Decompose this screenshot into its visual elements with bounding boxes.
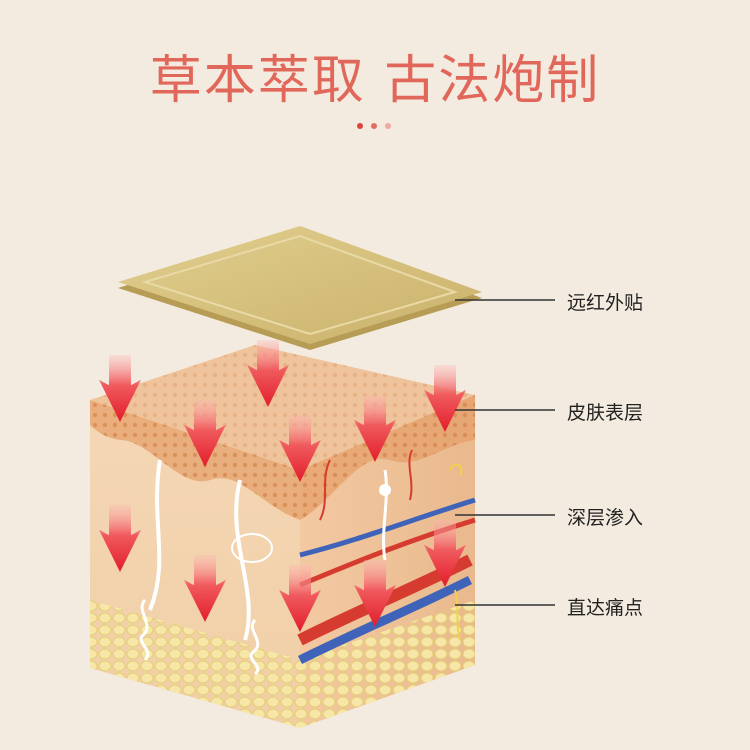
arrow-6 <box>354 395 396 462</box>
dot-1 <box>357 123 363 129</box>
label-deep: 深层渗入 <box>567 507 644 529</box>
arrow-2 <box>247 340 289 407</box>
arrow-8 <box>184 555 226 622</box>
label-patch: 远红外贴 <box>567 292 644 314</box>
leader-lines <box>455 299 555 606</box>
arrow-10 <box>354 560 396 627</box>
arrow-1 <box>99 355 141 422</box>
label-target: 直达痛点 <box>567 597 644 619</box>
label-skin: 皮肤表层 <box>567 402 644 424</box>
decorative-dots <box>355 123 395 133</box>
arrow-7 <box>99 505 141 572</box>
skin-block <box>90 345 476 728</box>
dot-3 <box>385 123 391 129</box>
arrow-9 <box>279 565 321 632</box>
arrow-5 <box>279 415 321 482</box>
red-arrows <box>99 340 466 632</box>
page-title: 草本萃取 古法炮制 <box>149 51 601 111</box>
arrow-11 <box>424 520 466 587</box>
dot-2 <box>371 123 377 129</box>
arrow-3 <box>424 365 466 432</box>
patch-illustration <box>118 226 482 350</box>
arrow-4 <box>184 400 226 467</box>
